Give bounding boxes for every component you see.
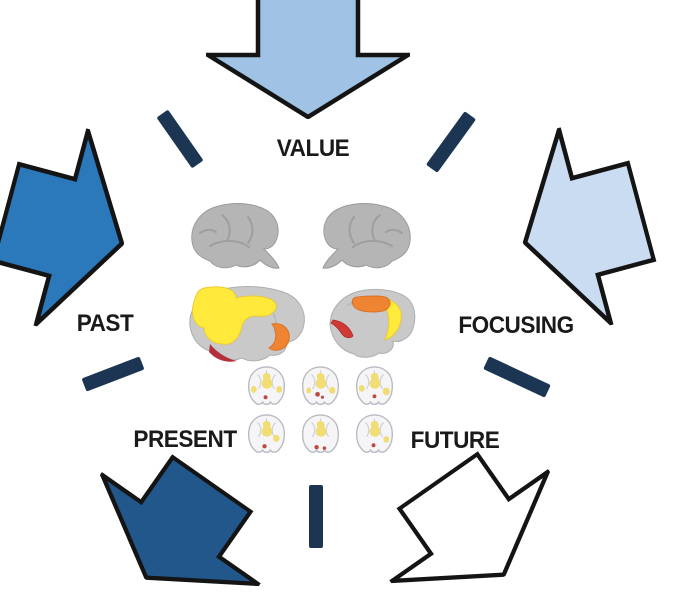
activation-orange-right [351,295,391,313]
coronal-slice [247,366,286,406]
coronal-slice [301,366,340,406]
coronal-slice [247,414,286,454]
activation-yellow-left [191,286,277,345]
tick-right [483,356,551,398]
focusing-arrow-icon [522,121,657,331]
value-arrow-shape [206,0,410,119]
future-label: FUTURE [410,427,500,454]
future-arrow-icon [384,451,553,584]
present-arrow-icon [97,454,266,587]
activation-red-right [330,319,354,339]
activation-red-left [209,344,237,362]
tick-bottom-center [309,485,323,548]
lateral-brain-right [322,203,411,269]
tick-upper-left [156,109,204,169]
present-arrow-shape [97,454,266,587]
inflated-brain-left [189,286,305,362]
focusing-arrow-shape [522,121,657,331]
coronal-slice [355,366,394,406]
activation-orange-left [268,323,290,351]
present-label: PRESENT [133,426,237,453]
inflated-brain-right [329,288,416,358]
past-label: PAST [76,310,134,337]
future-arrow-shape [384,451,553,584]
coronal-slice [301,414,340,454]
past-arrow-icon [0,122,125,332]
tick-left [81,356,145,392]
coronal-slice [355,414,394,454]
value-arrow-icon [206,0,410,119]
lateral-brain-left [191,203,280,269]
coronal-slice-grid [243,365,404,457]
past-arrow-shape [0,122,125,332]
value-label: VALUE [276,135,350,162]
focusing-label: FOCUSING [458,312,574,339]
tick-upper-right [425,111,477,173]
